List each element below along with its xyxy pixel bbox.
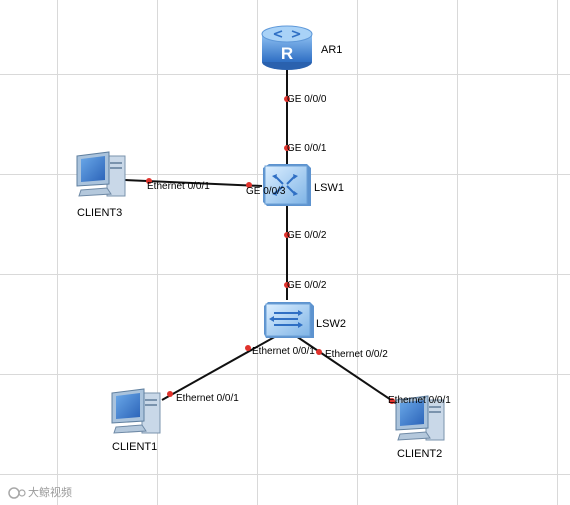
port-dot: [245, 345, 251, 351]
watermark-text: 大鲸视频: [28, 486, 72, 499]
port-label: GE 0/0/2: [287, 230, 327, 241]
port-dot: [389, 398, 395, 404]
port-label: Ethernet 0/0/1: [176, 393, 239, 404]
port-dots: [146, 96, 395, 404]
device-label-ar1: AR1: [321, 44, 343, 56]
port-label: GE 0/0/1: [287, 143, 327, 154]
device-label-lsw2: LSW2: [316, 318, 346, 330]
port-dot: [146, 178, 152, 184]
watermark-logo-icon: [8, 487, 26, 499]
router-icon[interactable]: R: [261, 25, 313, 70]
port-label: Ethernet 0/0/2: [325, 349, 388, 360]
port-label: Ethernet 0/0/1: [252, 346, 315, 357]
port-dot: [284, 96, 290, 102]
port-dot: [284, 282, 290, 288]
device-label-client1: CLIENT1: [112, 441, 158, 453]
port-dot: [167, 391, 173, 397]
pc-icon[interactable]: [395, 395, 445, 441]
svg-text:R: R: [281, 44, 293, 63]
pc-icon[interactable]: [76, 151, 126, 197]
port-label: Ethernet 0/0/1: [388, 395, 451, 406]
port-dot: [284, 232, 290, 238]
link-lsw2-client2[interactable]: [286, 329, 401, 407]
port-label: Ethernet 0/0/1: [147, 181, 210, 192]
port-dot: [284, 145, 290, 151]
device-label-client2: CLIENT2: [397, 448, 443, 460]
device-label-client3: CLIENT3: [77, 207, 123, 219]
switch-icon[interactable]: [264, 302, 314, 338]
device-label-lsw1: LSW1: [314, 182, 344, 194]
port-label: GE 0/0/3: [246, 186, 286, 197]
core-switch-icon[interactable]: [263, 164, 311, 206]
link-lsw2-client1[interactable]: [161, 329, 288, 401]
port-label: GE 0/0/0: [287, 94, 327, 105]
port-dot: [316, 349, 322, 355]
port-dot: [246, 182, 252, 188]
port-label: GE 0/0/2: [287, 280, 327, 291]
pc-icon[interactable]: [111, 388, 161, 434]
